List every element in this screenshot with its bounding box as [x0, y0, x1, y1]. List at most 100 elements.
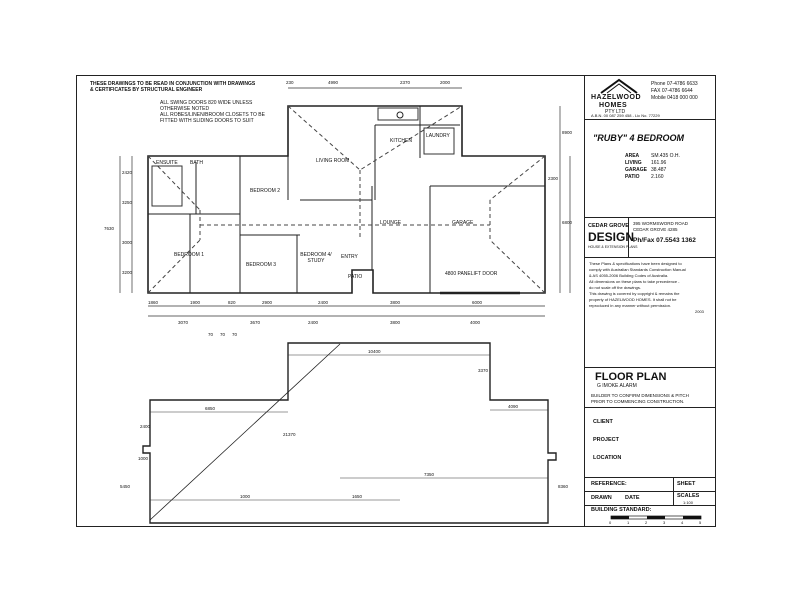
title-block: HAZELWOOD HOMES PTY LTD Phone 07-4786 66…: [584, 76, 716, 526]
dimension-label: 4090: [508, 404, 519, 409]
room-label-kitchen: KITCHEN: [390, 138, 412, 144]
dimension-label: 2900: [262, 300, 273, 305]
scale-tick: 3: [663, 520, 666, 525]
dimension-label: 2300: [548, 176, 559, 181]
company-name-2: HOMES: [599, 102, 628, 109]
standard-label: BUILDING STANDARD:: [591, 507, 652, 513]
dimension-label: 2400: [140, 424, 151, 429]
dimension-label: 3370: [478, 368, 489, 373]
note-line: ALL ROBES/LINEN/BROOM CLOSETS TO BE: [160, 112, 265, 118]
dimension-label: 2420: [122, 170, 133, 175]
drawing-sheet: [76, 75, 716, 527]
designer-sub: HOUSE & EXTENSION PLANS: [588, 245, 638, 249]
dimension-label: 3000: [122, 240, 133, 245]
note-line: FITTED WITH SLIDING DOORS TO SUIT: [160, 118, 254, 124]
room-label-living: LIVING ROOM: [316, 158, 350, 164]
interior-walls: [148, 106, 545, 293]
dimension-label: 8900: [562, 130, 573, 135]
dimension-label: 1900: [190, 300, 201, 305]
living-label: LIVING: [625, 160, 642, 166]
project-title: "RUBY" 4 BEDROOM: [593, 133, 685, 143]
reference-row: REFERENCE: SHEET: [585, 478, 716, 492]
dimension-label: 6000: [472, 300, 483, 305]
dimension-label: 4000: [470, 320, 481, 325]
note-line: OTHERWISE NOTED: [160, 106, 210, 112]
house-logo-icon: [600, 78, 638, 94]
standard-row: BUILDING STANDARD: 0 1 2 3 4 5: [585, 506, 716, 526]
room-label-ensuite: ENSUITE: [156, 160, 178, 166]
plan-sub: G IMOKE ALARM: [597, 383, 637, 389]
dimension-label: 10400: [368, 349, 381, 354]
designer-name: CEDAR GROVE: [588, 223, 629, 229]
area-label: AREA: [625, 153, 640, 159]
copyright-panel: These Plans & specifications have been d…: [585, 258, 716, 368]
plan-note-2: PRIOR TO COMMENCING CONSTRUCTION.: [591, 399, 685, 404]
location-label: LOCATION: [593, 455, 622, 461]
company-phone: Phone 07-4786 6633: [651, 81, 698, 87]
dimension-label: 8360: [558, 484, 569, 489]
drawn-label: DRAWN: [591, 495, 612, 501]
room-label-bedroom-4: BEDROOM 4/ STUDY: [300, 252, 332, 264]
dimension-label: 2370: [400, 80, 411, 85]
roof-hips: [147, 105, 546, 294]
room-label-laundry: LAUNDRY: [426, 133, 450, 139]
divider: [673, 478, 674, 492]
date-label: DATE: [625, 495, 640, 501]
dimension-label: 5450: [120, 484, 131, 489]
copyright-line: These Plans & specifications have been d…: [589, 261, 682, 266]
copyright-line: reproduced in any manner without permiss…: [589, 303, 672, 308]
dimension-label: 3670: [250, 320, 261, 325]
designer-panel: CEDAR GROVE DESIGN HOUSE & EXTENSION PLA…: [585, 218, 716, 258]
roof-plan-outline: [142, 342, 557, 524]
dimension-label: 3070: [178, 320, 189, 325]
scale-tick: 1: [627, 520, 630, 525]
copyright-line: do not scale off the drawings.: [589, 285, 641, 290]
roof-diagonal: [149, 343, 341, 521]
dimension-label: 230: [286, 80, 294, 85]
dimension-label: 2400: [308, 320, 319, 325]
client-label: CLIENT: [593, 419, 613, 425]
client-panel: CLIENT PROJECT LOCATION: [585, 408, 716, 478]
company-abn: A.B.N. 00 087 259 458 - Lic No. 77229: [591, 113, 660, 118]
scale-bar: [610, 515, 702, 520]
company-fax: FAX 07-4786 6644: [651, 88, 693, 94]
dimension-label: 7630: [104, 226, 115, 231]
copyright-line: & AS 4055-2006 Building Codes of Austral…: [589, 273, 669, 278]
dimension-label: 3250: [122, 200, 133, 205]
dimension-label: 6850: [205, 406, 216, 411]
company-name: HAZELWOOD: [591, 94, 641, 101]
room-label-entry: ENTRY: [341, 254, 358, 260]
designer-address-2: CEDAR GROVE 4285: [633, 227, 678, 232]
dimension-label: 1000: [240, 494, 251, 499]
designer-address: 395 WORMSWORD ROAD: [633, 221, 689, 226]
plan-note: BUILDER TO CONFIRM DIMENSIONS & PITCH: [591, 393, 689, 398]
dimension-label: 21370: [283, 432, 296, 437]
room-label-bedroom-1: BEDROOM 1: [174, 252, 205, 258]
patio-label: PATIO: [625, 174, 640, 180]
project-panel: "RUBY" 4 BEDROOM AREA SM.435 O.H. LIVING…: [585, 120, 716, 218]
room-label-bedroom-3: BEDROOM 3: [246, 262, 277, 268]
dimension-label: 3200: [122, 270, 133, 275]
company-sub: PTY LTD: [605, 109, 626, 115]
designer-logo-box: CEDAR GROVE DESIGN HOUSE & EXTENSION PLA…: [585, 218, 637, 258]
dimension-label: 3800: [390, 320, 401, 325]
dimension-label: 2000: [440, 80, 451, 85]
company-panel: HAZELWOOD HOMES PTY LTD Phone 07-4786 66…: [585, 76, 716, 120]
dimension-label: 1860: [148, 300, 159, 305]
dimension-label: 70: [232, 332, 238, 337]
designer-phone: Ph/Fax 07.5543 1362: [633, 237, 696, 244]
dimension-label: 70: [220, 332, 226, 337]
note-line: THESE DRAWINGS TO BE READ IN CONJUNCTION…: [90, 81, 256, 87]
reference-label: REFERENCE:: [591, 481, 627, 487]
room-label-bedroom-2: BEDROOM 2: [250, 188, 281, 194]
garage-door-label: 4800 PANELIFT DOOR: [445, 271, 498, 277]
living-value: 161.96: [651, 160, 667, 166]
copyright-line: All dimensions on these plans to take pr…: [589, 279, 680, 284]
kitchen-bench: [377, 107, 419, 121]
plan-title-panel: FLOOR PLAN G IMOKE ALARM BUILDER TO CONF…: [585, 368, 716, 408]
laundry-tub: [423, 127, 455, 155]
area-value: SM.435 O.H.: [651, 153, 680, 159]
dimension-label: 1650: [352, 494, 363, 499]
scale-tick: 2: [645, 520, 648, 525]
